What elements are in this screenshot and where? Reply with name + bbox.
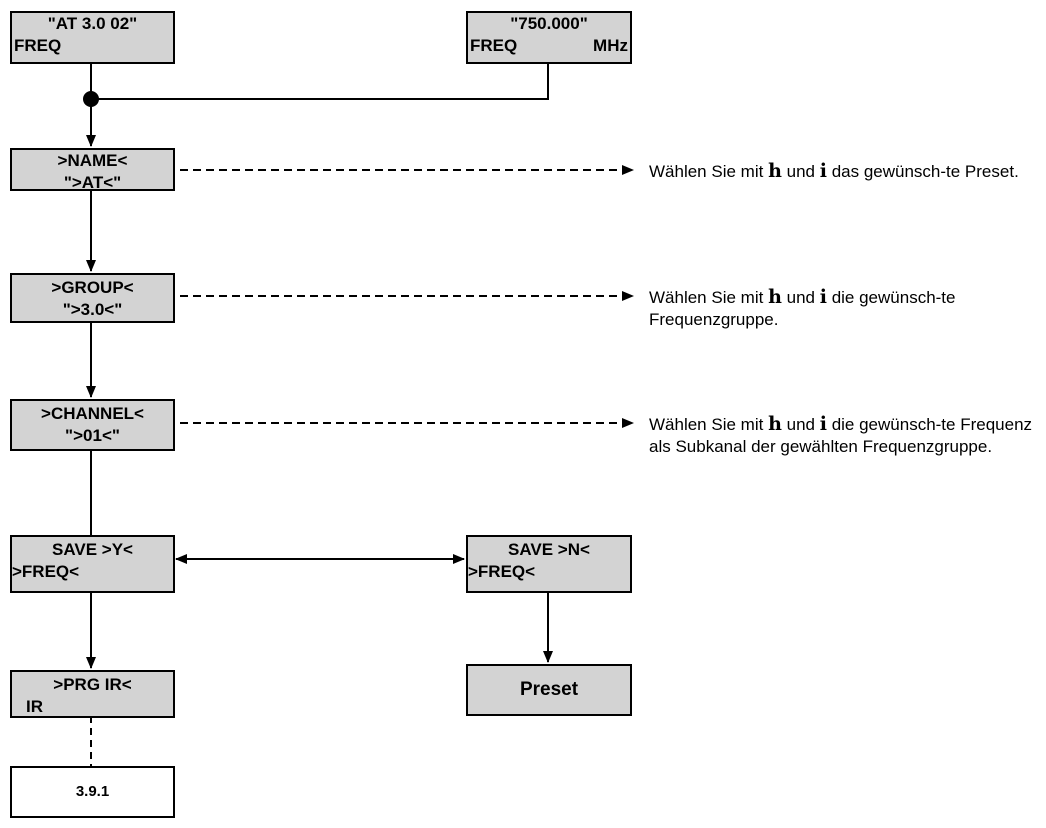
prg-ir-line1: >PRG IR< bbox=[53, 675, 132, 694]
prg-ir-box: >PRG IR< IR bbox=[10, 670, 175, 718]
save-y-line1: SAVE >Y< bbox=[52, 540, 133, 559]
channel-box: >CHANNEL< ">01<" bbox=[10, 399, 175, 451]
channel-line1: >CHANNEL< bbox=[41, 404, 144, 423]
note-channel: Wählen Sie mit h und i die gewünsch-te F… bbox=[649, 413, 1046, 458]
connector-freq-junction bbox=[91, 63, 549, 100]
reference-label: 3.9.1 bbox=[75, 783, 110, 800]
note-group: Wählen Sie mit h und i die gewünsch-te F… bbox=[649, 286, 1046, 331]
save-y-box: SAVE >Y< >FREQ< bbox=[10, 535, 175, 593]
save-n-box: SAVE >N< >FREQ< bbox=[466, 535, 632, 593]
note-name: Wählen Sie mit h und i das gewünsch-te P… bbox=[649, 160, 1046, 183]
key-i-glyph: i bbox=[819, 413, 827, 435]
freq-line1: "750.000" bbox=[510, 14, 588, 33]
note-channel-after: die gewünsch-te Frequenz als Subkanal de… bbox=[649, 415, 1033, 456]
key-h-glyph: h bbox=[768, 413, 782, 435]
reference-box: 3.9.1 bbox=[10, 766, 175, 818]
start-line1: "AT 3.0 02" bbox=[47, 14, 138, 33]
note-group-after: die gewünsch-te Frequenzgruppe. bbox=[649, 288, 956, 329]
save-n-line2: >FREQ< bbox=[468, 562, 536, 581]
key-i-glyph: i bbox=[819, 286, 827, 308]
note-name-after: das gewünsch-te Preset. bbox=[831, 162, 1019, 181]
group-box: >GROUP< ">3.0<" bbox=[10, 273, 175, 323]
prg-ir-line2: IR bbox=[26, 697, 43, 716]
freq-display-box: "750.000" FREQ MHz bbox=[466, 11, 632, 64]
name-line1: >NAME< bbox=[57, 151, 128, 170]
preset-label: Preset bbox=[519, 679, 579, 700]
group-line2: ">3.0<" bbox=[62, 300, 123, 319]
junction-dot bbox=[83, 91, 99, 107]
start-display-box: "AT 3.0 02" FREQ bbox=[10, 11, 175, 64]
freq-line2-right: MHz bbox=[593, 36, 628, 55]
name-box: >NAME< ">AT<" bbox=[10, 148, 175, 192]
channel-line2: ">01<" bbox=[65, 426, 120, 445]
key-h-glyph: h bbox=[768, 286, 782, 308]
note-name-mid: und bbox=[786, 162, 815, 181]
note-group-before: Wählen Sie mit bbox=[649, 288, 764, 307]
preset-box: Preset bbox=[466, 664, 632, 716]
note-name-before: Wählen Sie mit bbox=[649, 162, 764, 181]
name-line2: ">AT<" bbox=[63, 173, 122, 192]
save-y-line2: >FREQ< bbox=[12, 562, 80, 581]
group-line1: >GROUP< bbox=[51, 278, 134, 297]
note-group-mid: und bbox=[786, 288, 815, 307]
note-channel-before: Wählen Sie mit bbox=[649, 415, 764, 434]
key-h-glyph: h bbox=[768, 160, 782, 182]
freq-line2-left: FREQ bbox=[470, 36, 518, 55]
note-channel-mid: und bbox=[786, 415, 815, 434]
save-n-line1: SAVE >N< bbox=[508, 540, 590, 559]
key-i-glyph: i bbox=[819, 160, 827, 182]
start-line2: FREQ bbox=[14, 36, 62, 55]
